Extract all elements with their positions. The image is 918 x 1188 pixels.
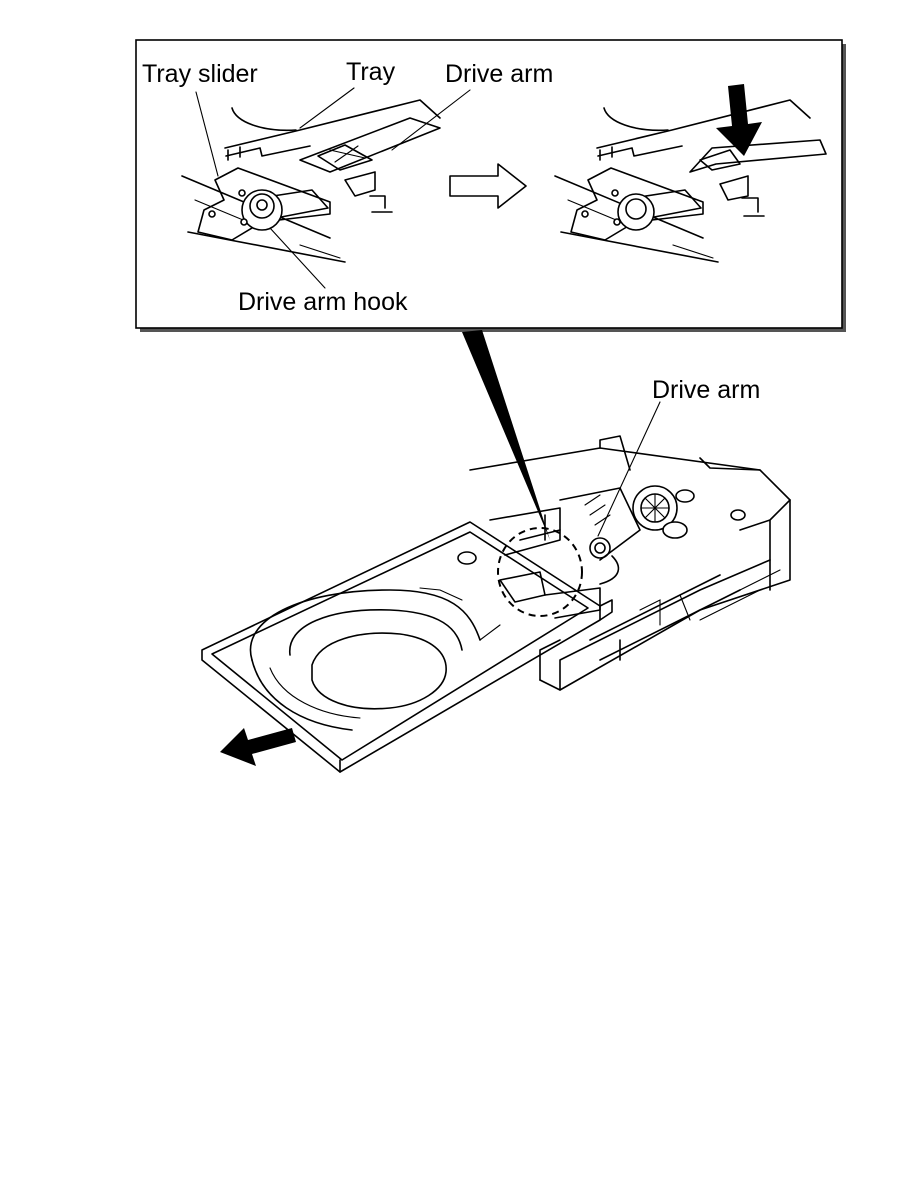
main-view: Drive arm — [202, 376, 790, 772]
callout-pointer — [462, 330, 550, 540]
pull-out-arrow-icon — [220, 728, 296, 766]
label-tray: Tray — [346, 58, 396, 86]
label-drive-arm-hook: Drive arm hook — [238, 288, 408, 316]
detail-panel: Tray slider Tray Drive arm Drive arm hoo… — [136, 40, 846, 332]
label-drive-arm-main: Drive arm — [652, 376, 760, 404]
label-drive-arm-detail: Drive arm — [445, 60, 553, 88]
label-tray-slider: Tray slider — [142, 60, 258, 88]
